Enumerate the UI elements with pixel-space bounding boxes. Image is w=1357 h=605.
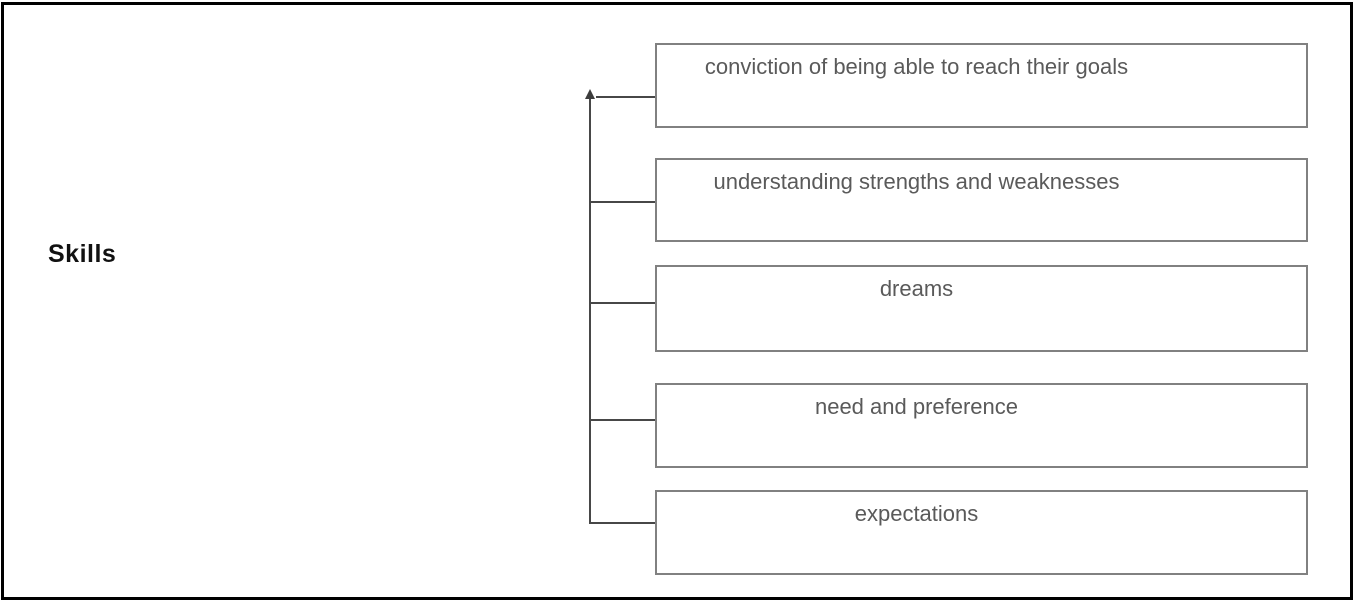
node-label-expectations: expectations [854,501,979,526]
connector-stub-4 [589,419,657,421]
node-label-strengths-weaknesses: understanding strengths and weaknesses [713,169,1120,194]
node-box-conviction: conviction of being able to reach their … [655,43,1308,128]
connector-vertical-line [589,98,591,524]
node-box-strengths-weaknesses: understanding strengths and weaknesses [655,158,1308,242]
node-box-expectations: expectations [655,490,1308,575]
connector-stub-5 [589,522,657,524]
node-box-dreams: dreams [655,265,1308,352]
connector-stub-2 [589,201,657,203]
connector-stub-1 [596,96,666,98]
connector-stub-3 [589,302,657,304]
node-label-conviction: conviction of being able to reach their … [704,54,1129,79]
node-label-dreams: dreams [879,276,954,301]
root-label-skills: Skills [48,240,117,268]
node-box-need-preference: need and preference [655,383,1308,468]
arrow-up-icon [585,89,595,99]
node-label-need-preference: need and preference [814,394,1019,419]
